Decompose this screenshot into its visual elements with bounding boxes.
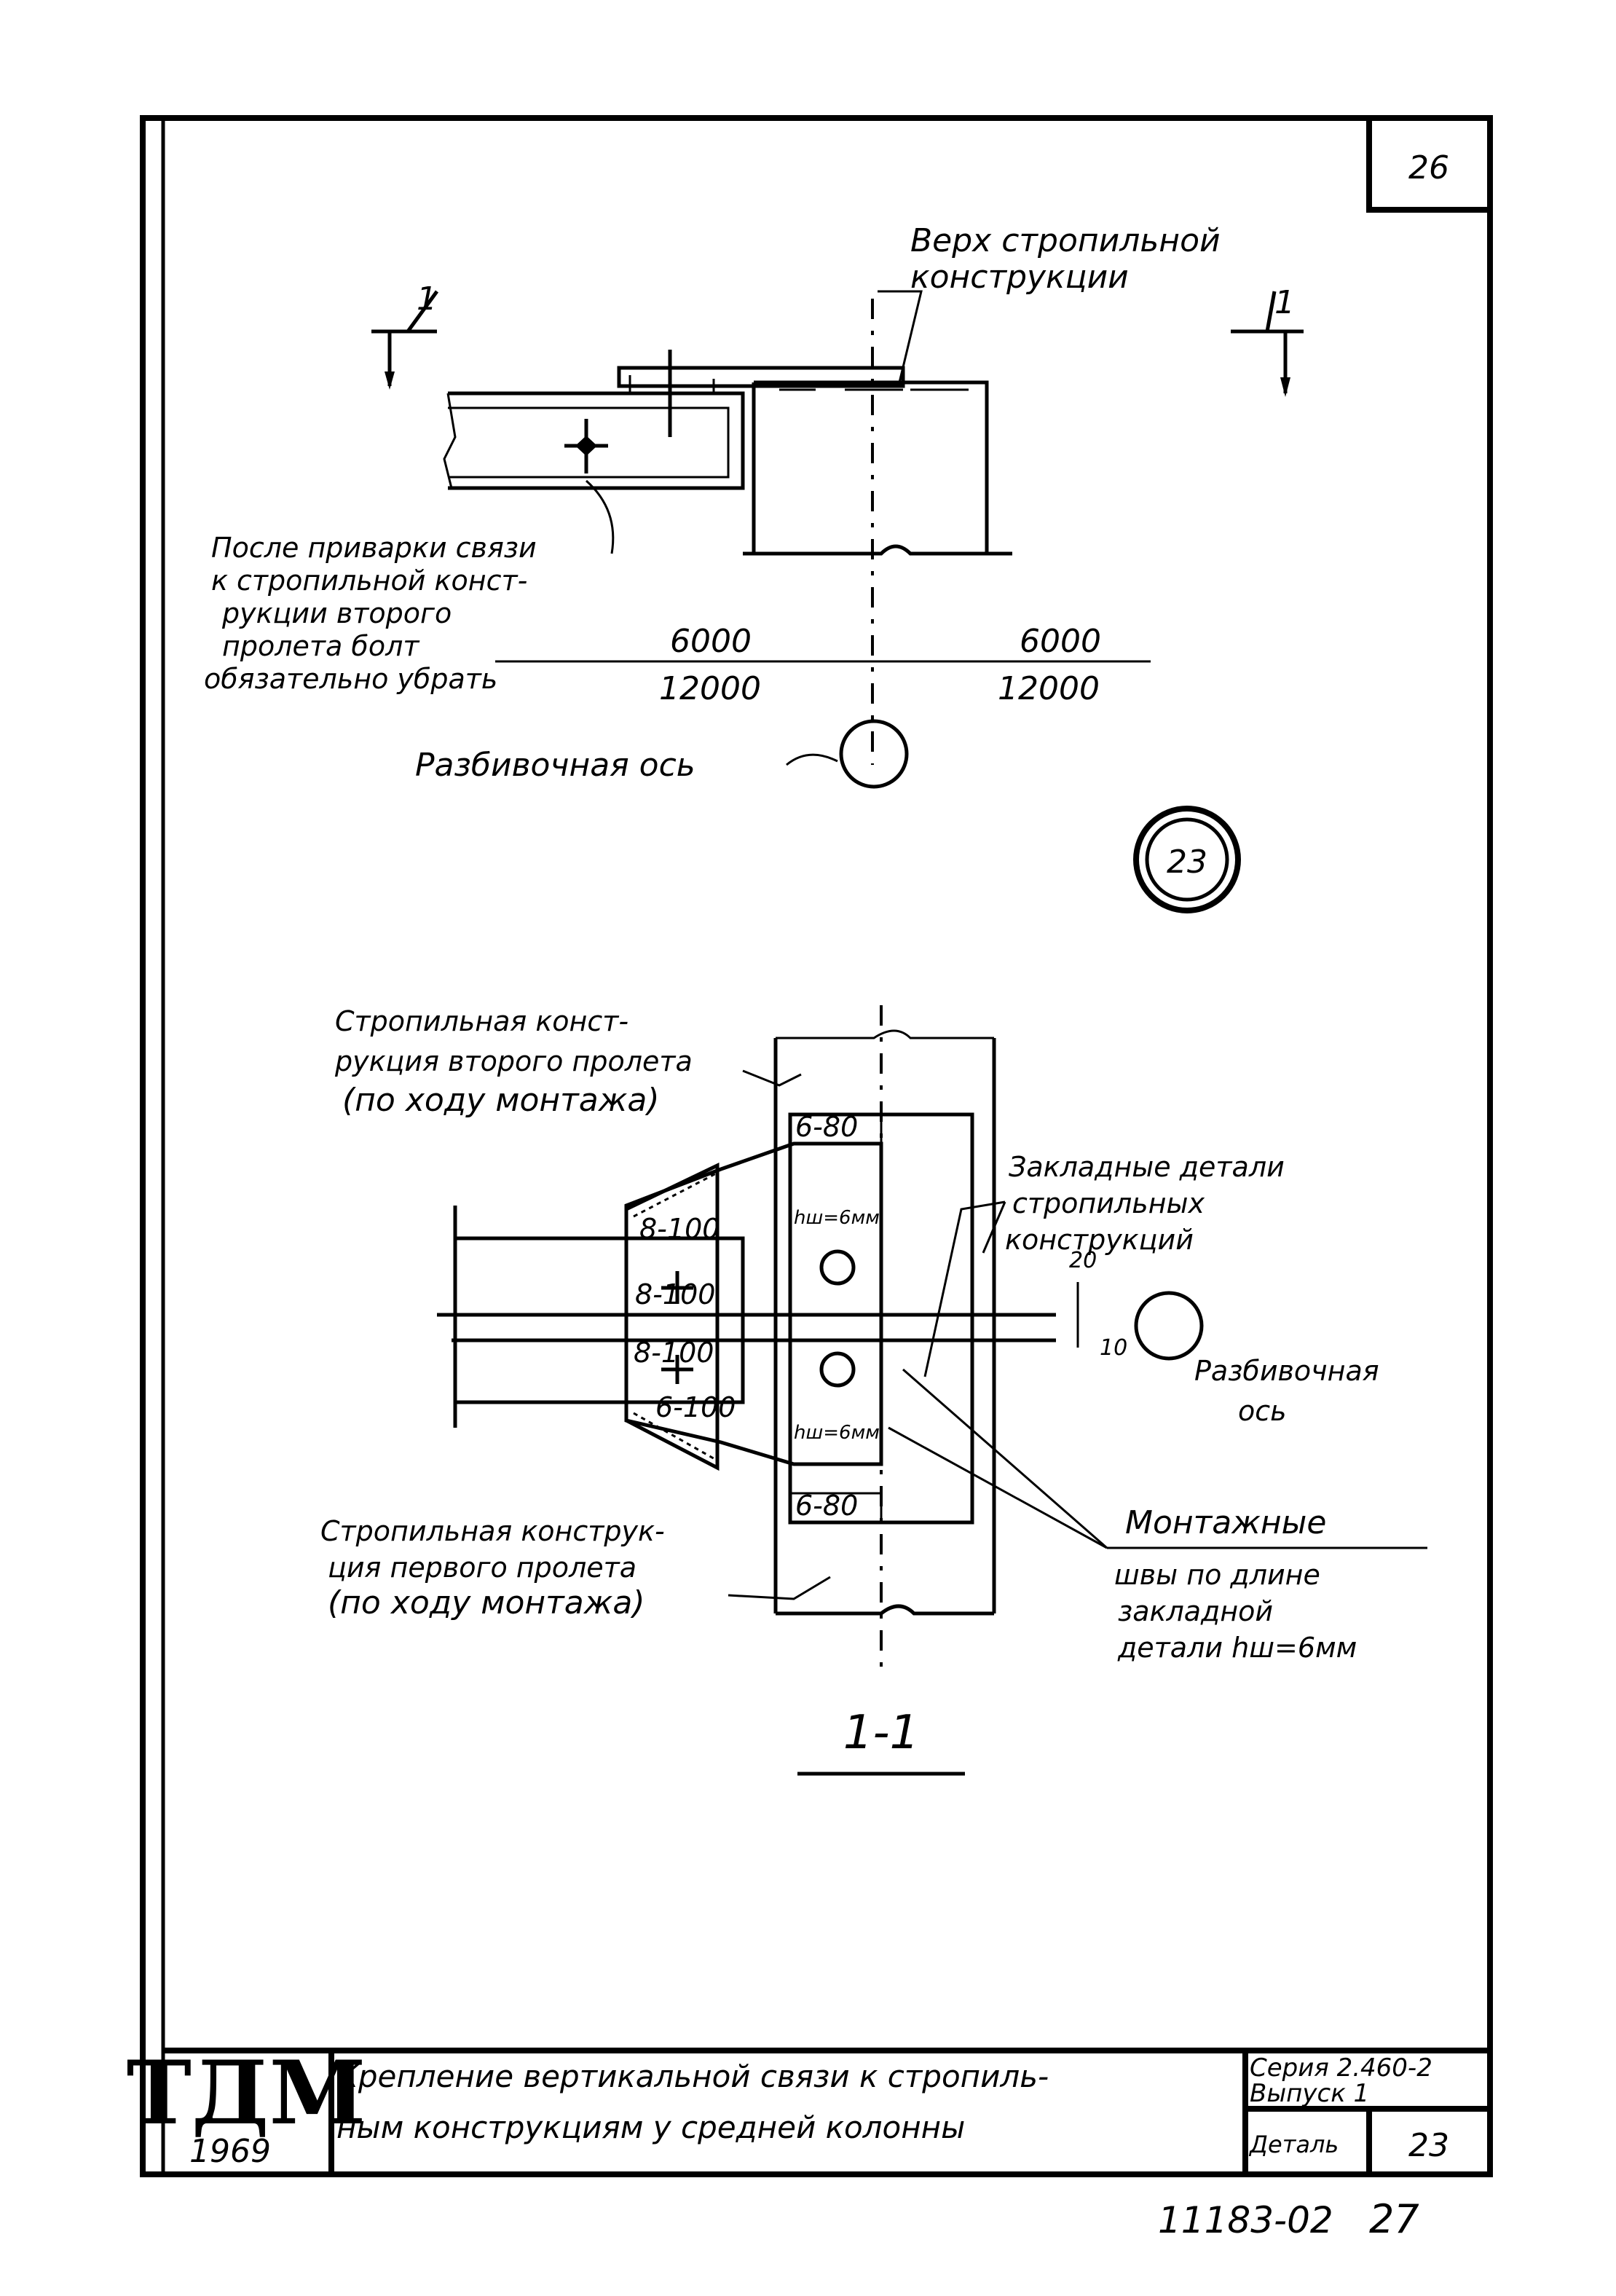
bracing-flat-bar — [437, 1313, 1056, 1342]
weld-mark-top: 6-80 — [795, 1111, 858, 1143]
section-view — [437, 1005, 1427, 1668]
weld-mark-bottom: 6-80 — [795, 1490, 858, 1522]
label-second-span-3: (по ходу монтажа) — [342, 1082, 660, 1119]
note-line-3: рукции второго — [221, 597, 452, 629]
note-line-2: к стропильной конст- — [211, 565, 527, 597]
year: 1969 — [189, 2133, 271, 2170]
dim-6000-left: 6000 — [670, 623, 752, 660]
bracing-angle — [624, 1163, 720, 1471]
series-label: Серия 2.460-2 — [1250, 2053, 1432, 2083]
weld-mark-1: 8-100 — [639, 1213, 720, 1245]
weld-mark-4: 6-100 — [655, 1391, 736, 1423]
detail-mark-outer-circle — [1133, 806, 1241, 913]
weld-height-top: hш=6мм — [794, 1207, 880, 1229]
elevation-view: 1 1 — [371, 280, 1304, 789]
detail-label: Деталь — [1248, 2131, 1339, 2158]
label-second-span-1: Стропильная конст- — [335, 1005, 628, 1037]
label-embedded-2: стропильных — [1012, 1187, 1205, 1219]
label-first-span-3: (по ходу монтажа) — [328, 1584, 645, 1621]
section-title: 1-1 — [843, 1706, 920, 1760]
column-outline — [773, 1038, 996, 1613]
label-second-span-2: рукция второго пролета — [334, 1045, 693, 1077]
dim-6000-right: 6000 — [1020, 623, 1101, 660]
bolt-hole-upper — [819, 1249, 856, 1286]
label-first-span-1: Стропильная конструк- — [320, 1515, 665, 1547]
note-line-4: пролета болт — [222, 630, 420, 662]
label-welds-3: закладной — [1118, 1595, 1273, 1627]
splice-plate — [617, 366, 905, 388]
issue-label: Выпуск 1 — [1250, 2079, 1369, 2108]
label-section-axis-2: ось — [1238, 1395, 1287, 1427]
detail-value: 23 — [1408, 2127, 1449, 2164]
detail-mark: 23 — [1167, 844, 1207, 881]
top-chord-label-2: конструкции — [910, 259, 1129, 296]
note-line-5: обязательно убрать — [204, 663, 497, 695]
page-number: 26 — [1408, 149, 1449, 186]
note-line-1: После приварки связи — [211, 532, 537, 564]
dim-12000-left: 12000 — [659, 670, 761, 707]
sheet-frame — [140, 115, 1493, 2177]
axis-label-elevation: Разбивочная ось — [415, 747, 695, 784]
title-line-2: ным конструкциям у средней колонны — [336, 2110, 965, 2145]
label-first-span-2: ция первого пролета — [328, 1552, 636, 1584]
detail-mark-inner-circle — [1145, 817, 1229, 902]
dim-12000-right: 12000 — [998, 670, 1100, 707]
label-section-axis-1: Разбивочная — [1194, 1355, 1379, 1387]
section-mark-left: 1 — [417, 280, 437, 318]
weld-mark-2: 8-100 — [635, 1278, 715, 1310]
bottom-number: 11183-02 — [1158, 2199, 1333, 2241]
title-block — [163, 2048, 1490, 2174]
dim-20: 20 — [1069, 1248, 1097, 1273]
label-welds-2: швы по длине — [1114, 1559, 1320, 1591]
page-number-box — [1366, 115, 1493, 213]
weld-height-bottom: hш=6мм — [794, 1422, 880, 1444]
dim-10: 10 — [1100, 1335, 1127, 1361]
axis-bubble — [839, 719, 909, 789]
logo: ТДМ — [127, 2042, 366, 2144]
sheet-number: 27 — [1369, 2196, 1419, 2242]
section-mark-right: 1 — [1274, 284, 1295, 321]
section-axis-bubble — [1134, 1291, 1204, 1361]
label-welds-4: детали hш=6мм — [1117, 1632, 1357, 1664]
weld-mark-3: 8-100 — [634, 1337, 714, 1369]
label-embedded-3: конструкций — [1005, 1224, 1194, 1256]
top-chord-label-1: Верх стропильной — [910, 222, 1221, 259]
rafter-first-span — [448, 391, 745, 490]
label-welds-1: Монтажные — [1125, 1504, 1326, 1541]
label-embedded-1: Закладные детали — [1009, 1151, 1285, 1183]
bolt-hole-lower — [819, 1351, 856, 1388]
title-line-1: Крепление вертикальной связи к стропиль- — [336, 2059, 1049, 2094]
rafter-second-span — [754, 380, 989, 554]
